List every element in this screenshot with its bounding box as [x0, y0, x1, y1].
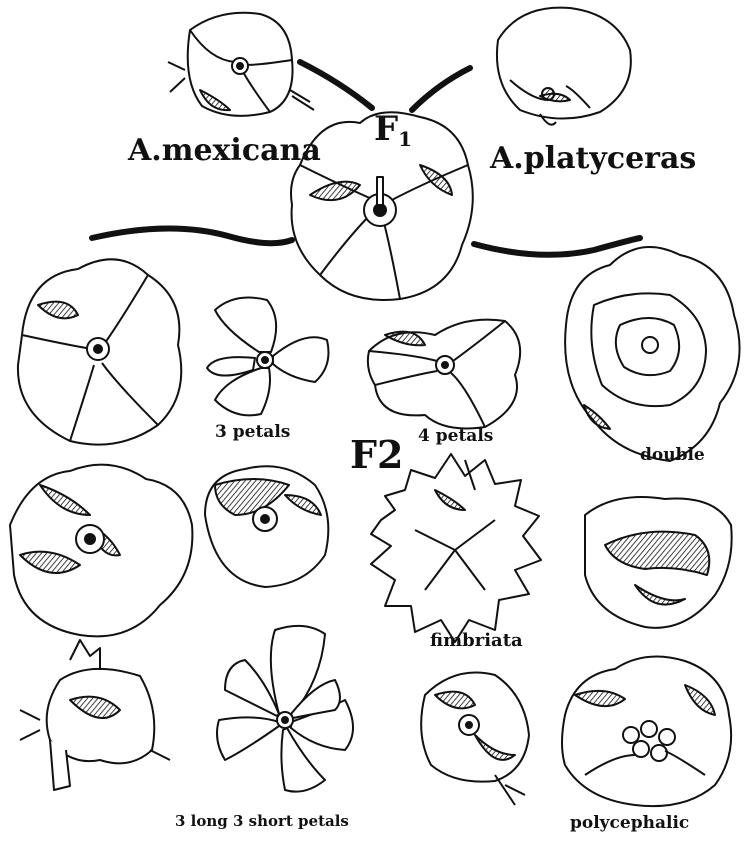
flower-f2-three-petals [207, 298, 329, 416]
flower-f2-fimbriata [371, 454, 541, 642]
label-f2: F2 [350, 432, 403, 477]
flower-f2-polycephalic [562, 657, 731, 807]
flower-platyceras [497, 8, 631, 125]
flower-mexicana [168, 13, 314, 116]
flower-f2-large [18, 259, 181, 444]
flower-f2-row3-c [421, 673, 529, 806]
flower-f2-row2-d [585, 497, 732, 628]
flower-f2-row3-a [20, 640, 170, 790]
label-fimbriata: fimbriata [430, 630, 523, 651]
flower-f2-row2-b [205, 466, 328, 587]
label-polycephalic: polycephalic [570, 813, 689, 833]
connector-platyceras-f1 [412, 68, 470, 110]
label-double: double [640, 445, 705, 465]
label-four-petals: 4 petals [418, 426, 493, 446]
connector-f1-f2-right [474, 238, 640, 255]
connector-mexicana-f1 [300, 62, 372, 108]
flower-f2-double [565, 247, 739, 461]
label-three-petals: 3 petals [215, 422, 290, 442]
flower-f2-long-short [217, 626, 353, 792]
label-parent-mexicana: A.mexicana [127, 133, 321, 168]
label-f1-sub: 1 [398, 127, 412, 151]
label-parent-platyceras: A.platyceras [489, 141, 696, 176]
flower-f2-four-petals [368, 320, 520, 429]
connector-f1-f2-left [92, 228, 292, 243]
label-long-short: 3 long 3 short petals [175, 812, 349, 830]
label-f1-main: F [374, 109, 398, 149]
flower-f2-row2-a [10, 465, 192, 637]
